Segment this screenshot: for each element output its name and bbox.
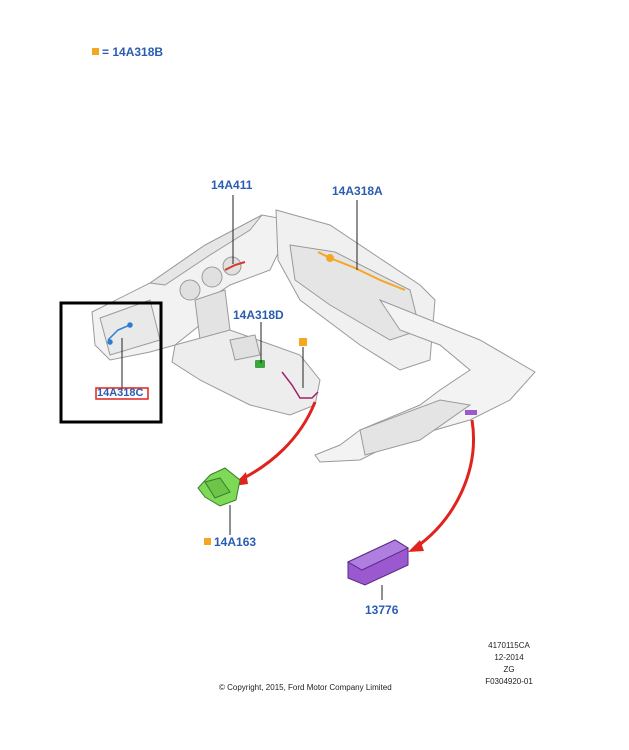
floor-panel [314, 298, 536, 463]
harness-14A318C [107, 322, 133, 345]
callout-14A163[interactable]: 14A163 [204, 535, 256, 549]
legend: = 14A318B [92, 45, 163, 59]
harness-14A318A [317, 251, 406, 291]
instrument-panel [91, 214, 283, 361]
leader-lines [121, 195, 383, 600]
part-14A163 [197, 467, 241, 507]
part-13776 [346, 539, 410, 586]
code-line-3: ZG [503, 665, 515, 674]
harness-14A318B [281, 371, 319, 399]
marker-14A318B [299, 338, 307, 346]
red-arrows [239, 401, 475, 550]
selected-label-outline [95, 387, 149, 400]
callout-14A411[interactable]: 14A411 [211, 178, 253, 192]
callout-14A318C[interactable]: 14A318C [97, 387, 144, 399]
callout-13776[interactable]: 13776 [365, 603, 399, 617]
connector-14A318D [255, 360, 265, 368]
drawing-codes: 4170115CA 12-2014 ZG F0304920-01 [474, 640, 544, 688]
code-line-2: 12-2014 [494, 653, 524, 662]
door-panel [275, 209, 436, 371]
legend-square-icon [92, 48, 99, 55]
code-line-1: 4170115CA [488, 641, 530, 650]
legend-text: = 14A318B [102, 45, 164, 59]
harness-14A411 [224, 261, 246, 271]
highlight-box [59, 301, 163, 424]
square-marker-icon [204, 538, 211, 545]
arrow-head-13776 [408, 540, 424, 552]
code-line-4: F0304920-01 [485, 677, 533, 686]
connector-13776-location [465, 410, 477, 415]
center-console [171, 329, 321, 416]
copyright-text: © Copyright, 2015, Ford Motor Company Li… [219, 683, 392, 692]
callout-14A163-text: 14A163 [214, 535, 257, 549]
callout-14A318D[interactable]: 14A318D [233, 308, 284, 322]
callout-14A318A[interactable]: 14A318A [332, 184, 383, 198]
